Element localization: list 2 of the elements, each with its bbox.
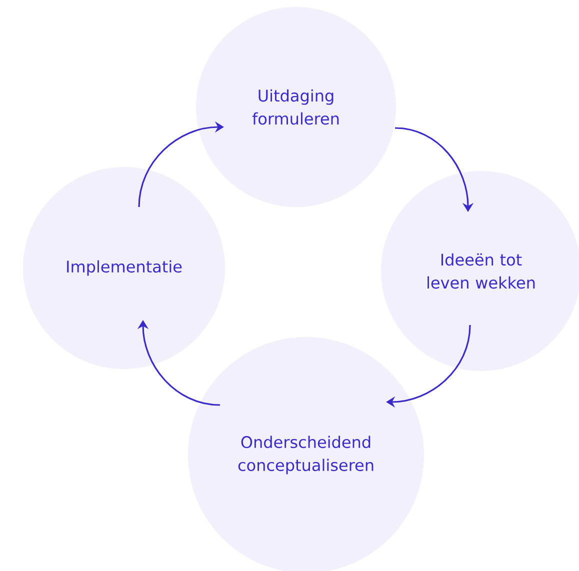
- circle-node: Uitdaging formuleren: [196, 7, 396, 207]
- circle-node: Implementatie: [23, 167, 225, 369]
